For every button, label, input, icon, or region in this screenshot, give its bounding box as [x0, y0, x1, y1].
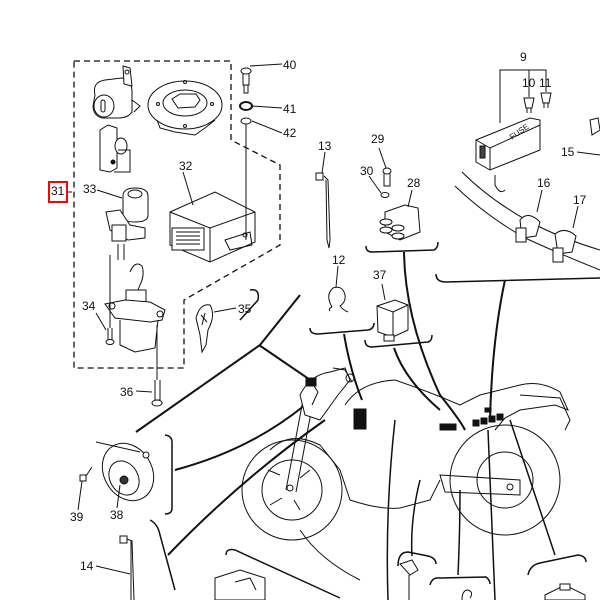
callout-32[interactable]: 32	[179, 159, 193, 173]
bracket-9-17	[435, 273, 600, 283]
leader-40	[249, 63, 283, 67]
relay-37[interactable]	[376, 299, 409, 342]
bottom-right-relay[interactable]	[527, 554, 587, 600]
leader-37	[381, 283, 386, 301]
callout-28[interactable]: 28	[407, 176, 421, 190]
lock-bracket[interactable]	[99, 124, 131, 173]
horn-38[interactable]	[92, 434, 164, 510]
bottom-left-connector[interactable]	[214, 548, 341, 600]
leader-14	[95, 565, 131, 575]
callout-14[interactable]: 14	[80, 559, 94, 573]
callout-13[interactable]: 13	[318, 139, 332, 153]
fuel-cap-ring[interactable]	[147, 80, 223, 136]
callout-34[interactable]: 34	[82, 299, 96, 313]
callout-35[interactable]: 35	[238, 302, 252, 316]
callout-10[interactable]: 10	[522, 76, 536, 90]
bracket-14	[149, 519, 176, 591]
callout-41[interactable]: 41	[283, 102, 297, 116]
highlight-box-31	[48, 181, 68, 203]
bracket-37	[364, 334, 433, 348]
bracket-12	[309, 322, 375, 335]
leader-34	[95, 312, 107, 331]
leader-42	[251, 120, 283, 134]
fuse-box[interactable]: FUSE	[475, 117, 541, 171]
leader-41	[251, 105, 283, 109]
callout-38[interactable]: 38	[110, 508, 124, 522]
lock-set-boundary	[73, 60, 281, 369]
callout-36[interactable]: 36	[120, 385, 134, 399]
callout-42[interactable]: 42	[283, 126, 297, 140]
callout-33[interactable]: 33	[83, 182, 97, 196]
callout-16[interactable]: 16	[537, 176, 551, 190]
callout-17[interactable]: 17	[573, 193, 587, 207]
bottom-hook[interactable]	[429, 576, 491, 600]
leader-9	[499, 69, 547, 123]
leader-30	[368, 175, 382, 194]
leader-36	[135, 390, 153, 393]
leader-12	[335, 265, 339, 288]
leader-16	[536, 189, 543, 213]
ignition-switch[interactable]	[104, 263, 166, 353]
cable-tie-14[interactable]	[119, 535, 135, 600]
bottom-clip[interactable]	[397, 551, 437, 600]
main-switch-cover[interactable]	[105, 187, 149, 260]
callout-40[interactable]: 40	[283, 58, 297, 72]
key[interactable]	[195, 304, 214, 354]
bolt-40[interactable]	[240, 67, 252, 94]
motorcycle	[241, 367, 571, 600]
washer-42[interactable]	[240, 117, 252, 125]
callout-39[interactable]: 39	[70, 510, 84, 524]
leader-29	[378, 147, 387, 169]
clamp-15[interactable]	[589, 117, 600, 136]
callout-31[interactable]: 31	[51, 184, 65, 198]
fuse-10[interactable]	[523, 97, 535, 113]
bracket-28	[365, 241, 439, 253]
callout-9[interactable]: 9	[520, 50, 527, 64]
callout-15[interactable]: 15	[561, 145, 575, 159]
bracket-38	[164, 434, 173, 515]
leader-28	[407, 189, 413, 208]
callout-12[interactable]: 12	[332, 253, 346, 267]
grommet-41[interactable]	[239, 101, 253, 111]
ecu-location-marker	[353, 408, 367, 430]
leader-33	[96, 189, 123, 199]
fuse-11[interactable]	[540, 92, 552, 108]
harness-clamp-17[interactable]	[552, 230, 577, 263]
leader-17	[572, 205, 579, 229]
leader-39	[77, 480, 83, 511]
bolt-29[interactable]	[382, 167, 392, 187]
cable-tie-13[interactable]	[315, 172, 331, 249]
bolt-39[interactable]	[79, 466, 93, 482]
leader-15	[576, 151, 600, 156]
leader-38	[116, 484, 121, 509]
bolt-36[interactable]	[151, 380, 163, 407]
harness-clamp-16[interactable]	[515, 215, 541, 243]
callout-30[interactable]: 30	[360, 164, 374, 178]
callout-37[interactable]: 37	[373, 268, 387, 282]
leader-35	[213, 307, 237, 313]
wire-clip-12[interactable]	[328, 286, 349, 313]
washer-30[interactable]	[380, 192, 390, 198]
leader-13	[321, 151, 326, 174]
bolt-34[interactable]	[105, 328, 115, 345]
leader-32	[182, 171, 194, 206]
relay-28[interactable]	[379, 204, 421, 241]
callout-11[interactable]: 11	[539, 76, 552, 90]
callout-29[interactable]: 29	[371, 132, 385, 146]
seat-lock-cylinder[interactable]	[92, 65, 141, 119]
ecu[interactable]	[169, 191, 256, 263]
